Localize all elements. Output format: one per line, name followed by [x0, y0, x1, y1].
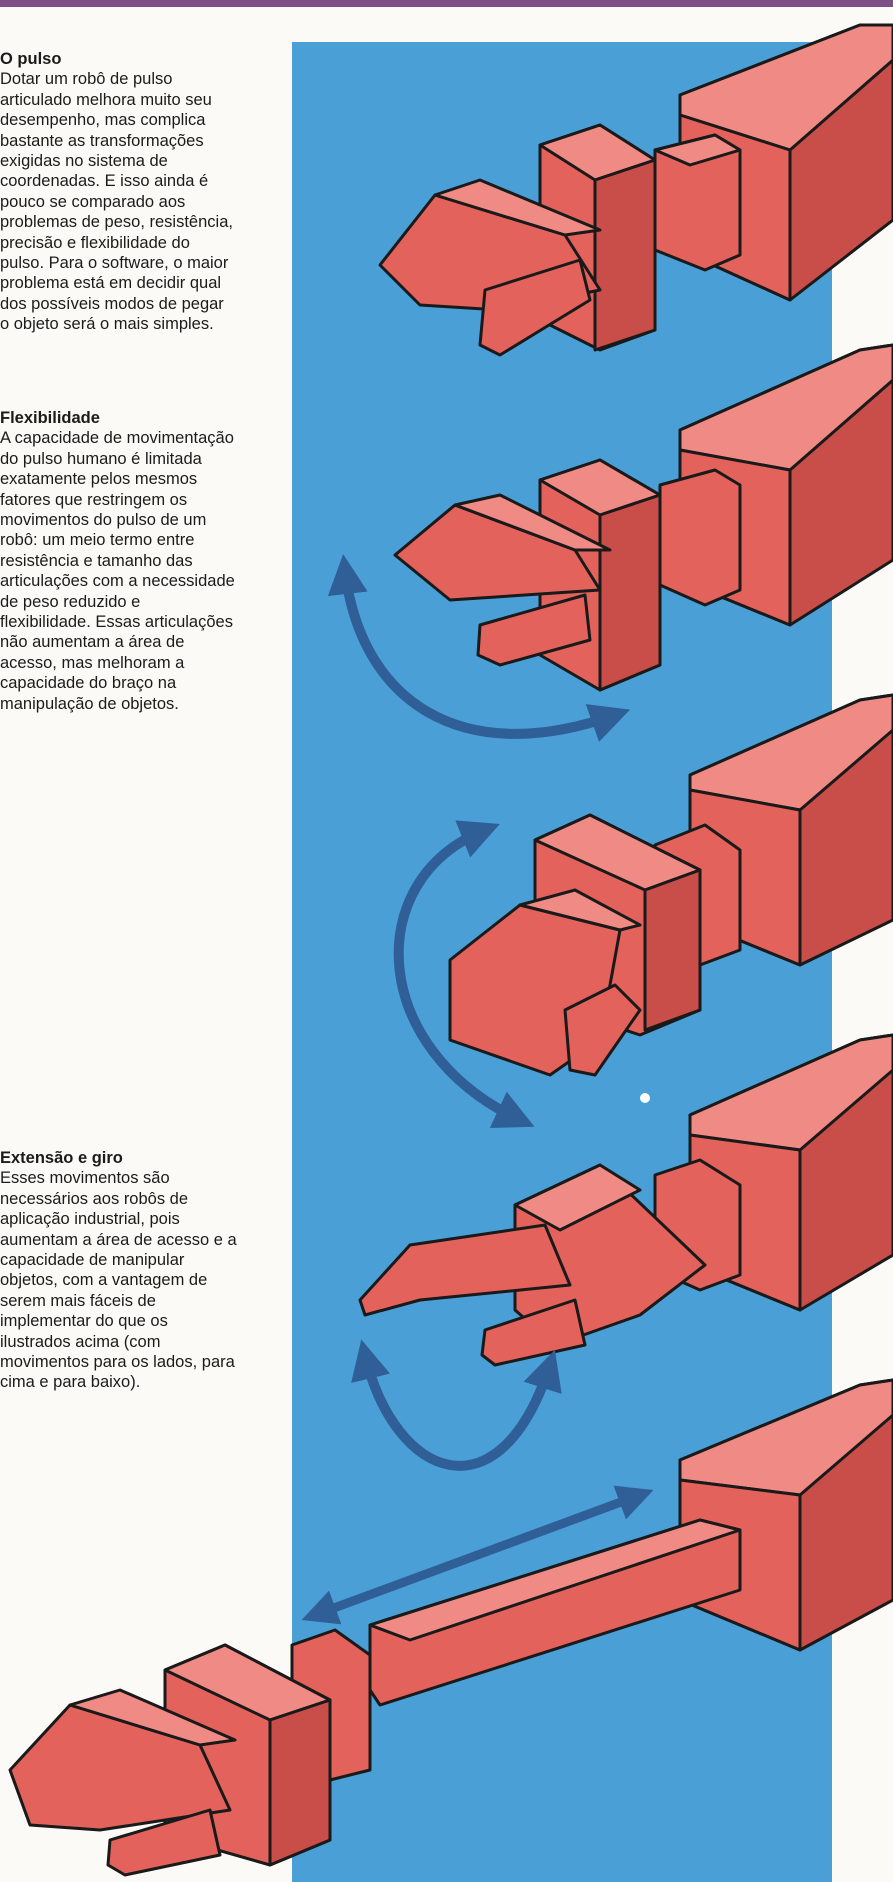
robot-arm-4 — [358, 1033, 893, 1367]
section-title: O pulso — [0, 50, 62, 68]
body-line: articulações com a necessidade — [0, 572, 235, 591]
body-line: flexibilidade. Essas articulações — [0, 613, 233, 632]
body-line: Esses movimentos são — [0, 1169, 170, 1188]
robot-arm-1 — [378, 23, 893, 357]
body-line: o objeto será o mais simples. — [0, 315, 214, 334]
body-line: capacidade do braço na — [0, 674, 177, 693]
body-line: movimentos para os lados, para — [0, 1353, 235, 1372]
body-line: movimentos do pulso de um — [0, 511, 207, 530]
section-title: Flexibilidade — [0, 409, 100, 427]
body-line: bastante as transformações — [0, 131, 204, 150]
body-line: fatores que restringem os — [0, 490, 188, 509]
robot-arm-3 — [448, 693, 893, 1077]
flex-arrow-1 — [327, 554, 631, 742]
body-line: resistência e tamanho das — [0, 551, 193, 570]
body-line: do pulso humano é limitada — [0, 449, 202, 468]
body-line: acesso, mas melhoram a — [0, 653, 185, 672]
body-line: coordenadas. E isso ainda é — [0, 172, 209, 191]
body-line: objetos, com a vantagem de — [0, 1271, 208, 1290]
section-title: Extensão e giro — [0, 1149, 123, 1167]
body-line: implementar do que os — [0, 1312, 168, 1331]
body-line: pulso. Para o software, o maior — [0, 254, 229, 273]
body-line: aplicação industrial, pois — [0, 1210, 180, 1229]
body-line: capacidade de manipular — [0, 1251, 185, 1270]
section-o-pulso: O pulso Dotar um robô de pulso articulad… — [0, 49, 262, 335]
twist-arrow — [351, 1339, 562, 1471]
robot-arm-2 — [393, 343, 893, 692]
header-bar — [0, 0, 893, 7]
body-line: A capacidade de movimentação — [0, 429, 234, 448]
body-line: desempenho, mas complica — [0, 111, 206, 130]
body-line: manipulação de objetos. — [0, 694, 179, 713]
body-line: problema está em decidir qual — [0, 274, 222, 293]
section-extensao-e-giro: Extensão e giro Esses movimentos são nec… — [0, 1148, 262, 1393]
body-line: articulado melhora muito seu — [0, 90, 212, 109]
flex-arrow-2 — [393, 820, 535, 1128]
white-dot — [640, 1093, 650, 1103]
body-line: precisão e flexibilidade do — [0, 233, 190, 252]
body-line: problemas de peso, resistência, — [0, 213, 233, 232]
body-line: serem mais fáceis de — [0, 1291, 156, 1310]
body-line: não aumentam a área de — [0, 633, 185, 652]
body-line: ilustrados acima (com — [0, 1332, 161, 1351]
extension-arrow — [301, 1485, 654, 1625]
body-line: aumentam a área de acesso e a — [0, 1230, 237, 1249]
body-line: dos possíveis modos de pegar — [0, 294, 224, 313]
body-line: exigidas no sistema de — [0, 152, 168, 171]
body-line: pouco se comparado aos — [0, 192, 186, 211]
section-flexibilidade: Flexibilidade A capacidade de movimentaç… — [0, 408, 262, 714]
body-line: Dotar um robô de pulso — [0, 70, 173, 89]
body-line: necessários aos robôs de — [0, 1189, 189, 1208]
body-line: exatamente pelos mesmos — [0, 470, 198, 489]
body-line: robô: um meio termo entre — [0, 531, 195, 550]
body-line: cima e para baixo). — [0, 1373, 141, 1392]
robot-arm-5 — [8, 1378, 893, 1877]
body-line: de peso reduzido e — [0, 592, 141, 611]
